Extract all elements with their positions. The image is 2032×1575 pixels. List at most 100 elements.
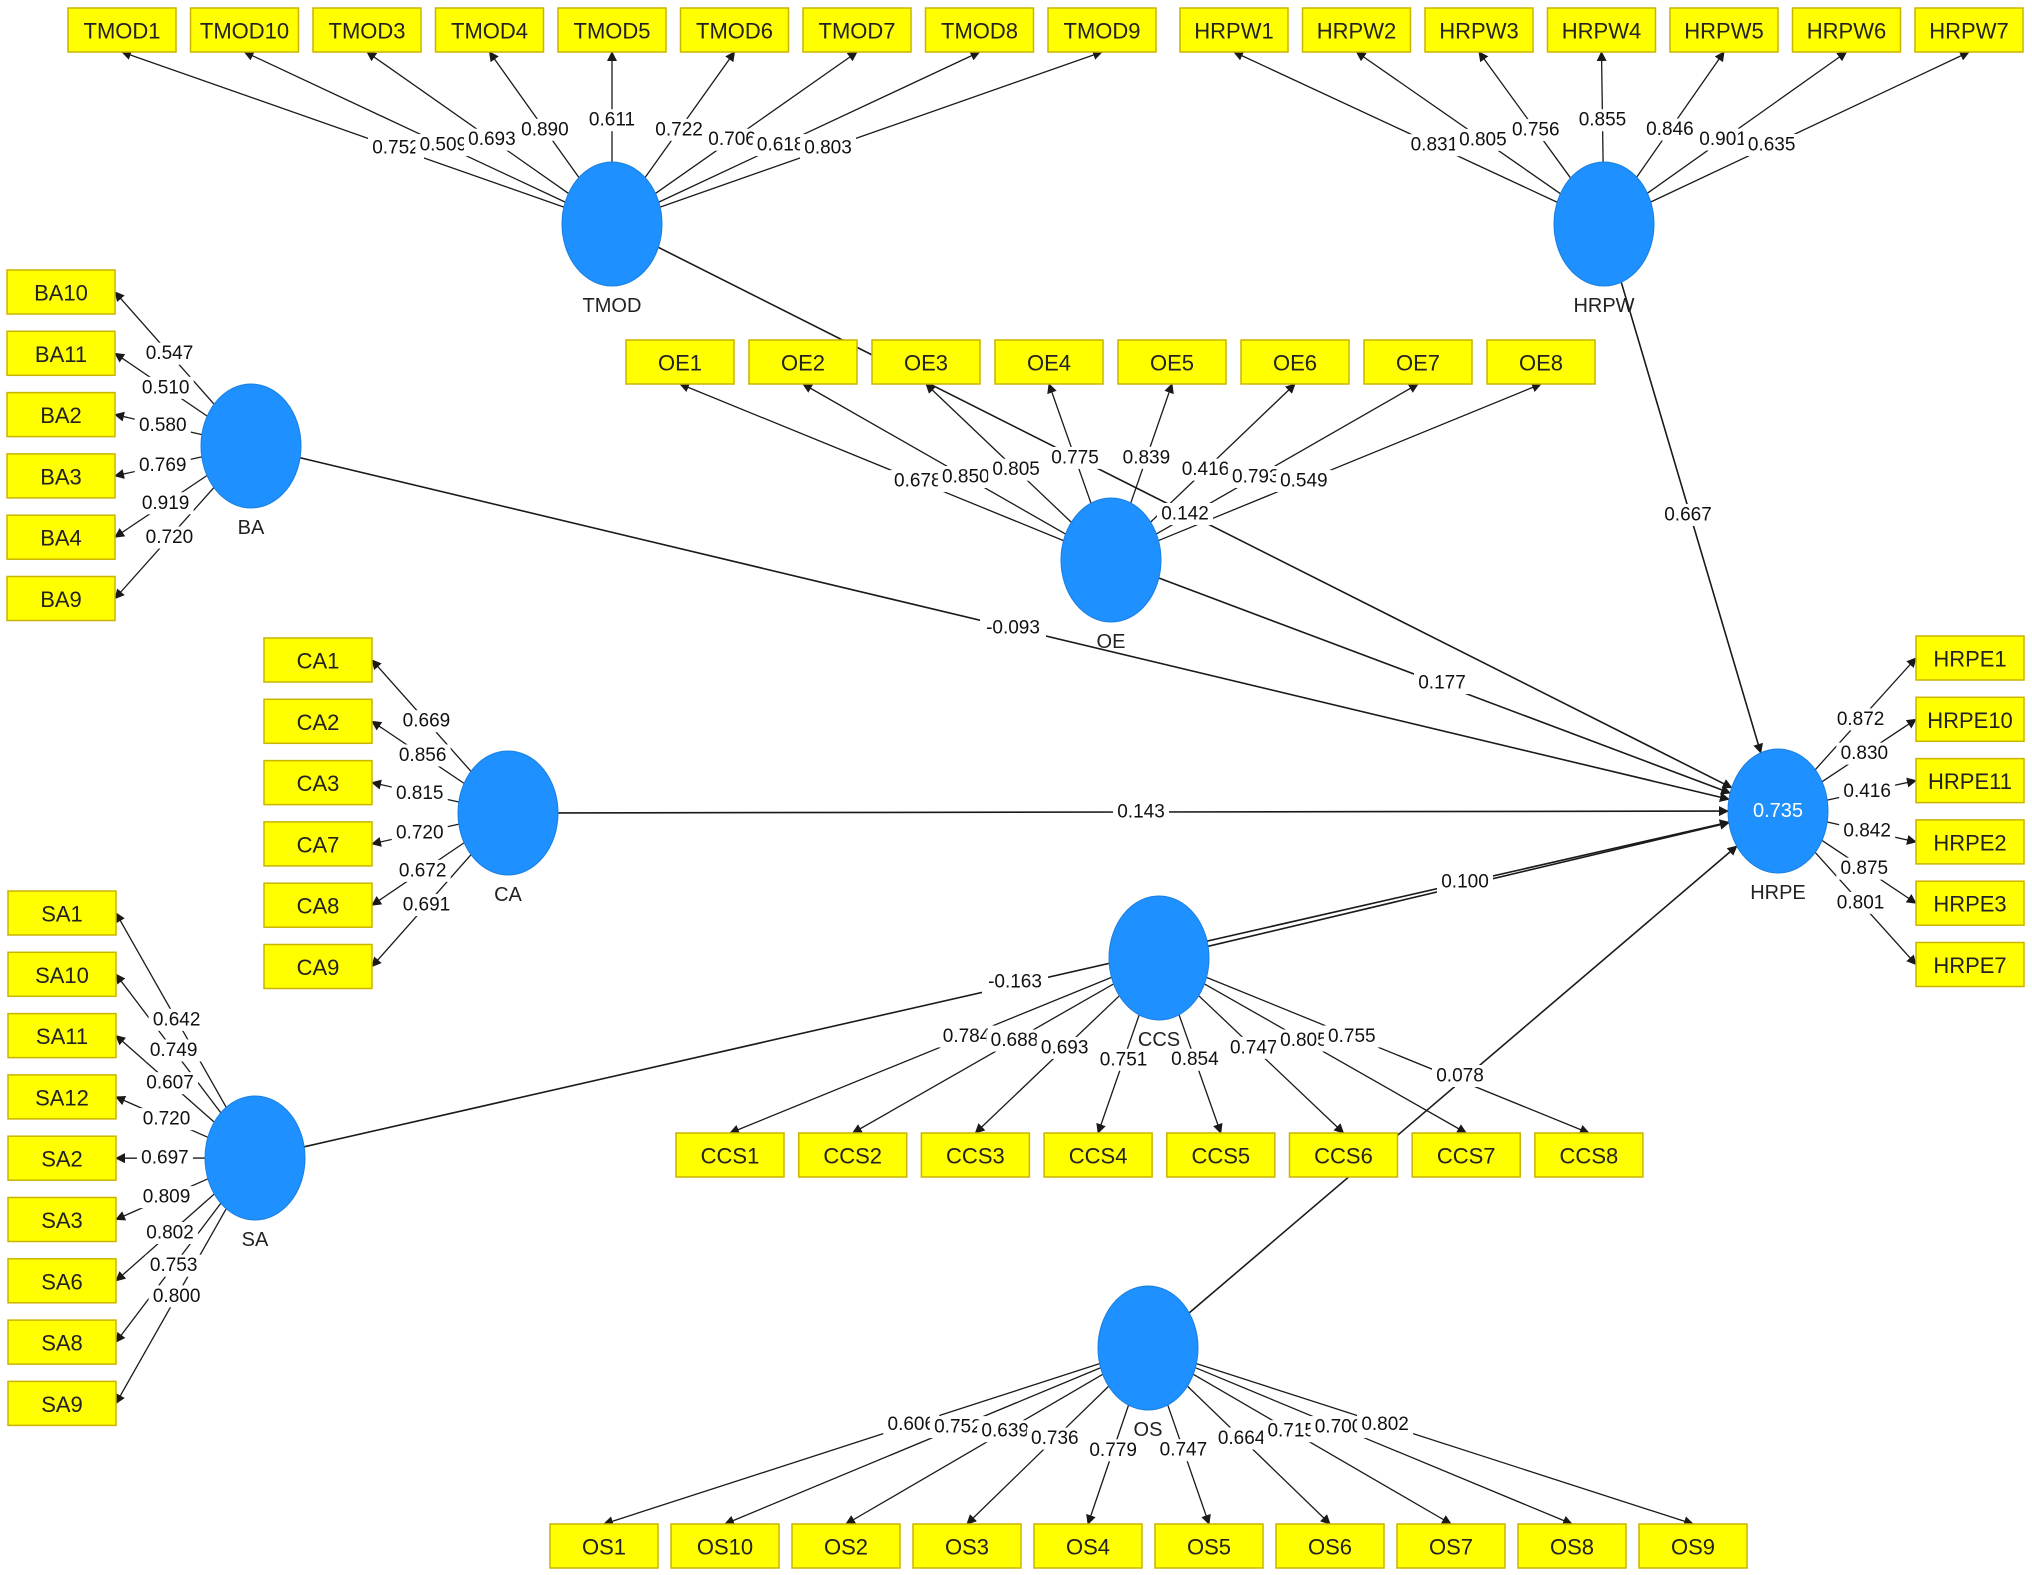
indicator-label-hrpe3: HRPE3 xyxy=(1933,892,2006,917)
indicator-box-sa6 xyxy=(7,1258,117,1304)
indicator-hrpw5[interactable]: HRPW5 xyxy=(1669,7,1779,53)
indicator-ba2[interactable]: BA2 xyxy=(6,391,116,438)
indicator-tmod5[interactable]: TMOD5 xyxy=(557,7,667,53)
indicator-ba3[interactable]: BA3 xyxy=(6,453,116,499)
indicator-label-hrpw7: HRPW7 xyxy=(1929,19,2008,44)
indicator-ccs7[interactable]: CCS7 xyxy=(1411,1132,1521,1178)
indicator-oe6[interactable]: OE6 xyxy=(1240,339,1350,385)
indicator-os9[interactable]: OS9 xyxy=(1638,1523,1748,1569)
indicator-ba9[interactable]: BA9 xyxy=(6,575,116,622)
loading-hrpe2-text: 0.842 xyxy=(1843,820,1891,841)
indicator-tmod4[interactable]: TMOD4 xyxy=(434,7,545,53)
indicator-oe7[interactable]: OE7 xyxy=(1363,339,1473,385)
indicator-label-os5: OS5 xyxy=(1187,1535,1231,1560)
loading-arrow-ccs-ccs4 xyxy=(1096,1014,1140,1134)
indicator-os10[interactable]: OS10 xyxy=(670,1523,780,1569)
loading-sa3: 0.809 xyxy=(138,1186,195,1209)
indicator-ca7[interactable]: CA7 xyxy=(263,821,373,867)
loading-sa10: 0.749 xyxy=(145,1039,202,1062)
indicator-os4[interactable]: OS4 xyxy=(1033,1523,1143,1569)
latent-ca[interactable]: CA xyxy=(457,750,559,906)
indicator-oe2[interactable]: OE2 xyxy=(748,339,858,385)
indicator-sa12[interactable]: SA12 xyxy=(7,1074,117,1120)
indicator-hrpw4[interactable]: HRPW4 xyxy=(1546,7,1657,53)
indicator-ccs1[interactable]: CCS1 xyxy=(675,1132,785,1178)
latent-label-sa: SA xyxy=(242,1229,269,1251)
indicator-hrpw6[interactable]: HRPW6 xyxy=(1791,7,1902,53)
indicator-hrpw7[interactable]: HRPW7 xyxy=(1914,7,2024,53)
indicator-os1[interactable]: OS1 xyxy=(549,1523,659,1569)
loading-sa6: 0.802 xyxy=(142,1222,199,1245)
indicator-tmod1[interactable]: TMOD1 xyxy=(67,7,177,53)
indicator-oe4[interactable]: OE4 xyxy=(994,339,1104,385)
loading-sa2-text: 0.697 xyxy=(141,1148,189,1169)
indicator-tmod9[interactable]: TMOD9 xyxy=(1047,7,1157,53)
latent-sa[interactable]: SA xyxy=(204,1095,306,1251)
indicator-label-os1: OS1 xyxy=(582,1535,626,1560)
latent-os[interactable]: OS xyxy=(1097,1285,1199,1441)
loading-hrpw4-text: 0.855 xyxy=(1579,110,1627,131)
indicator-sa8[interactable]: SA8 xyxy=(7,1319,117,1365)
indicator-ccs2[interactable]: CCS2 xyxy=(797,1132,908,1178)
indicator-hrpw1[interactable]: HRPW1 xyxy=(1179,7,1289,53)
indicator-ca8[interactable]: CA8 xyxy=(263,882,373,928)
latent-oe[interactable]: OE xyxy=(1060,497,1162,653)
loading-tmod10: 0.509 xyxy=(415,134,472,157)
indicator-sa1[interactable]: SA1 xyxy=(7,890,117,936)
indicator-ca3[interactable]: CA3 xyxy=(263,759,373,806)
loading-os9-bg xyxy=(1357,1413,1414,1436)
indicator-ca1[interactable]: CA1 xyxy=(263,637,373,683)
indicator-hrpe1[interactable]: HRPE1 xyxy=(1915,635,2025,681)
indicator-ba4[interactable]: BA4 xyxy=(6,514,116,560)
indicator-hrpw2[interactable]: HRPW2 xyxy=(1301,7,1412,53)
indicator-tmod10[interactable]: TMOD10 xyxy=(189,7,300,53)
loading-arrow-ccs-ccs6 xyxy=(1198,995,1345,1134)
latent-tmod[interactable]: TMOD xyxy=(561,161,663,317)
indicator-tmod8[interactable]: TMOD8 xyxy=(924,7,1035,53)
indicator-hrpe10[interactable]: HRPE10 xyxy=(1915,696,2025,743)
indicator-hrpe3[interactable]: HRPE3 xyxy=(1915,880,2025,926)
indicator-sa9[interactable]: SA9 xyxy=(7,1380,117,1427)
indicator-tmod3[interactable]: TMOD3 xyxy=(312,7,422,53)
indicator-os8[interactable]: OS8 xyxy=(1517,1523,1627,1569)
indicator-os3[interactable]: OS3 xyxy=(912,1523,1022,1569)
indicator-ba11[interactable]: BA11 xyxy=(6,330,116,377)
indicator-ccs4[interactable]: CCS4 xyxy=(1043,1132,1153,1178)
indicator-oe3[interactable]: OE3 xyxy=(871,339,981,385)
indicator-tmod7[interactable]: TMOD7 xyxy=(802,7,912,53)
indicator-oe8[interactable]: OE8 xyxy=(1486,339,1596,385)
indicator-hrpw3[interactable]: HRPW3 xyxy=(1424,7,1534,53)
indicator-ccs8[interactable]: CCS8 xyxy=(1534,1132,1644,1178)
indicator-sa6[interactable]: SA6 xyxy=(7,1258,117,1304)
indicator-os2[interactable]: OS2 xyxy=(791,1523,901,1569)
loading-ca1: 0.669 xyxy=(398,710,455,733)
indicator-ccs3[interactable]: CCS3 xyxy=(920,1132,1031,1178)
indicator-os5[interactable]: OS5 xyxy=(1154,1523,1264,1569)
path-coef-oe-hrpe-text: 0.177 xyxy=(1418,673,1466,694)
indicator-ccs5[interactable]: CCS5 xyxy=(1166,1132,1276,1178)
latent-hrpw[interactable]: HRPW xyxy=(1553,161,1655,317)
indicator-ca9[interactable]: CA9 xyxy=(263,943,373,990)
indicator-hrpe11[interactable]: HRPE11 xyxy=(1915,757,2025,804)
latent-ba[interactable]: BA xyxy=(200,383,302,539)
indicator-sa2[interactable]: SA2 xyxy=(7,1135,117,1181)
indicator-sa11[interactable]: SA11 xyxy=(7,1012,117,1059)
indicator-label-tmod10: TMOD10 xyxy=(200,19,289,44)
indicator-os6[interactable]: OS6 xyxy=(1275,1523,1385,1569)
indicator-label-tmod7: TMOD7 xyxy=(819,19,896,44)
indicator-hrpe2[interactable]: HRPE2 xyxy=(1915,819,2025,865)
indicator-ca2[interactable]: CA2 xyxy=(263,698,373,745)
latent-ccs[interactable]: CCS xyxy=(1108,895,1210,1051)
indicator-ba10[interactable]: BA10 xyxy=(6,269,116,315)
loading-tmod1: 0.752 xyxy=(367,137,424,160)
indicator-hrpe7[interactable]: HRPE7 xyxy=(1915,941,2025,988)
indicator-ccs6[interactable]: CCS6 xyxy=(1288,1132,1399,1178)
indicator-tmod6[interactable]: TMOD6 xyxy=(679,7,790,53)
indicator-oe5[interactable]: OE5 xyxy=(1117,339,1227,385)
indicator-sa10[interactable]: SA10 xyxy=(7,951,117,998)
loading-ccs1-text: 0.784 xyxy=(943,1026,991,1047)
indicator-sa3[interactable]: SA3 xyxy=(7,1196,117,1243)
indicator-oe1[interactable]: OE1 xyxy=(625,339,735,385)
indicator-os7[interactable]: OS7 xyxy=(1396,1523,1506,1569)
